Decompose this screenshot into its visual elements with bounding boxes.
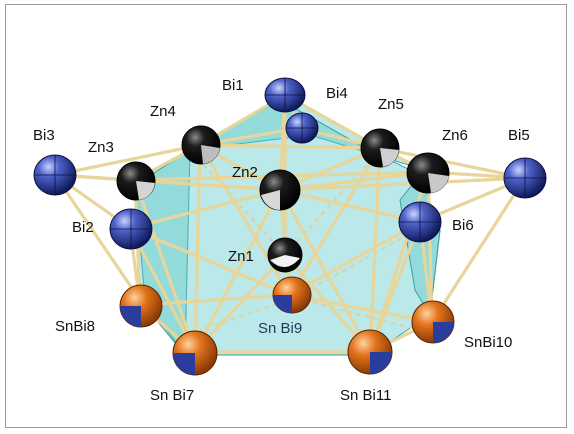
- atom-labels: Bi1 Bi4 Zn4 Zn5 Bi3 Zn3 Zn6 Bi5 Zn2 Bi2 …: [33, 77, 530, 404]
- atom-zn2: [259, 169, 301, 211]
- label-bi6: Bi6: [452, 217, 474, 234]
- atom-snbi10: [411, 300, 455, 344]
- label-zn6: Zn6: [442, 127, 468, 144]
- label-zn4: Zn4: [150, 103, 176, 120]
- atom-snbi7: [172, 330, 218, 376]
- atom-zn5: [360, 128, 400, 168]
- atom-snbi11: [347, 329, 393, 375]
- label-snbi7: Sn Bi7: [150, 387, 194, 404]
- label-snbi9: Sn Bi9: [258, 320, 302, 337]
- label-bi5: Bi5: [508, 127, 530, 144]
- atom-zn6: [406, 152, 450, 194]
- label-bi3: Bi3: [33, 127, 55, 144]
- label-snbi11: Sn Bi11: [340, 387, 391, 404]
- label-zn1: Zn1: [228, 248, 254, 265]
- atom-snbi9: [272, 276, 312, 314]
- label-snbi8: SnBi8: [55, 318, 95, 335]
- atom-bi1: [264, 77, 306, 113]
- label-bi4: Bi4: [326, 85, 348, 102]
- atom-snbi8: [119, 284, 163, 328]
- label-snbi10: SnBi10: [464, 334, 512, 351]
- atom-zn4: [181, 125, 221, 165]
- label-bi2: Bi2: [72, 219, 94, 236]
- label-zn3: Zn3: [88, 139, 114, 156]
- atom-bi2: [109, 208, 153, 250]
- bonds: [53, 93, 527, 354]
- label-bi1: Bi1: [222, 77, 244, 94]
- atom-zn3: [116, 161, 156, 201]
- label-zn2: Zn2: [232, 164, 258, 181]
- atom-zn1: [267, 237, 303, 273]
- atoms: [33, 77, 547, 376]
- atom-bi3: [33, 154, 77, 196]
- atom-bi5: [503, 157, 547, 199]
- atom-bi4: [285, 112, 319, 144]
- atom-bi6: [398, 201, 442, 243]
- label-zn5: Zn5: [378, 96, 404, 113]
